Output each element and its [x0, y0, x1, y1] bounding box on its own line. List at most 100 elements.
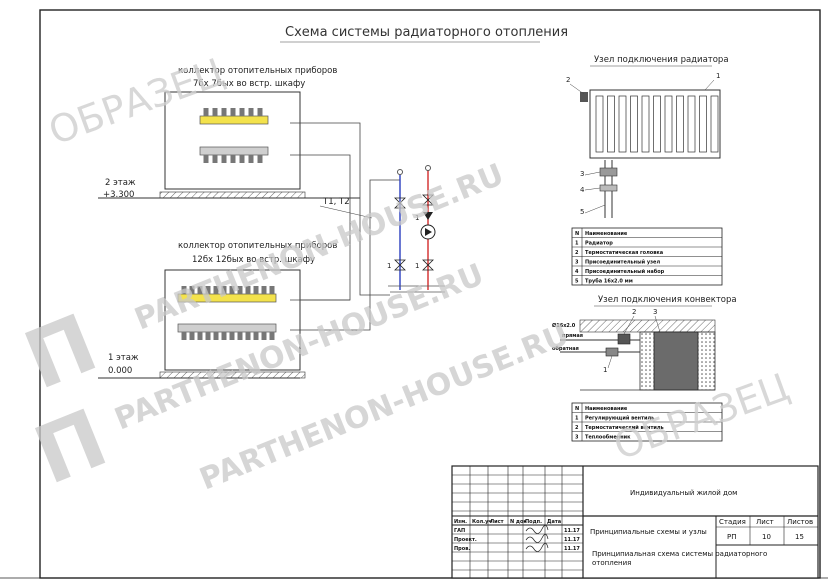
collector-valve-icon: [248, 155, 254, 163]
spec-table-name: Регулирующий вентиль: [585, 415, 654, 422]
radiator-section: [676, 95, 684, 153]
collector-valve-icon: [213, 332, 219, 340]
spec-table-number: 4: [575, 269, 579, 275]
collector-valve-icon: [229, 286, 235, 294]
collector-valve-icon: [253, 286, 259, 294]
collector-valve-icon: [212, 155, 218, 163]
stamp-sheets: 15: [795, 533, 804, 541]
floor-slab-2nd: [159, 191, 306, 199]
spec-table-name: Наименование: [585, 406, 628, 412]
collector-valve-icon: [253, 332, 259, 340]
title-block: [451, 465, 819, 579]
collector-valve-icon: [197, 286, 203, 294]
spec-table-name: Термостатическая головка: [585, 250, 663, 256]
convector-leaders: [607, 315, 661, 369]
collector-valve-icon: [189, 332, 195, 340]
radiator-section: [664, 95, 673, 153]
collector-top-manifold: [199, 108, 269, 163]
radiator-unit-title: Узел подключения радиатора: [594, 55, 729, 65]
drawing-title: Схема системы радиаторного отопления: [285, 25, 568, 40]
stamp-stage-label: Стадия: [719, 518, 746, 526]
convector-callout-2: 2: [632, 308, 636, 316]
stamp-sheet-label: Лист: [756, 518, 774, 526]
spec-table-name: Присоединительный набор: [585, 268, 665, 275]
stamp-sheet: 10: [762, 533, 771, 541]
radiator-leaders: [569, 79, 715, 214]
floor-slab-1st: [159, 371, 306, 379]
collector-valve-icon: [257, 108, 263, 116]
stamp-header-cell: N док: [510, 519, 527, 525]
radiator-section: [641, 95, 650, 153]
collector-valve-icon: [221, 108, 227, 116]
collector-bottom-cabinet: [164, 269, 301, 371]
convector-pipe-size: Ø16х2.0: [552, 322, 576, 329]
pump-group: [388, 165, 445, 293]
collector-valve-icon: [197, 332, 203, 340]
convector-callout-1: 1: [603, 366, 607, 374]
floor-2-label: 2 этаж: [105, 178, 136, 188]
collector-bottom-line1: коллектор отопительных приборов: [178, 241, 337, 251]
spec-table-number: 5: [575, 279, 579, 285]
radiator-section: [618, 95, 627, 153]
stamp-section: Принципиальные схемы и узлы: [590, 528, 707, 536]
collector-valve-icon: [205, 332, 211, 340]
stamp-stage: РП: [727, 533, 737, 541]
collector-valve-icon: [189, 286, 195, 294]
radiator-callout-1: 1: [716, 72, 720, 80]
pipe-label: Т1, Т2: [322, 197, 350, 207]
collector-valve-icon: [212, 108, 218, 116]
collector-valve-icon: [181, 286, 187, 294]
collector-bottom-manifold: [177, 286, 277, 340]
stamp-header-cell: Лист: [490, 519, 504, 525]
pump-label-1: 1: [415, 214, 419, 222]
radiator-drawing: [580, 89, 721, 218]
spec-table-name: Труба 16х2.0 мм: [585, 278, 633, 285]
watermark-layer: ОБРАЗЕЦ ОБРАЗЕЦ PARTHENON-HOUSE.RU PARTH…: [12, 50, 795, 503]
collector-valve-icon: [237, 332, 243, 340]
stamp-project: Индивидуальный жилой дом: [630, 489, 737, 497]
stamp-sheet-title-2: отопления: [592, 559, 631, 567]
collector-valve-icon: [205, 286, 211, 294]
floor-1-level: 0.000: [108, 366, 132, 376]
stamp-role: Пров.: [454, 546, 470, 552]
stamp-role: ГАП: [454, 528, 465, 534]
radiator-callout-4: 4: [580, 186, 585, 194]
pipe-label-leader: [319, 205, 373, 219]
stamp-header-cell: Изм.: [454, 519, 467, 525]
floor-2-level: +3.300: [103, 190, 134, 200]
collector-valve-icon: [248, 108, 254, 116]
stamp-header-cell: Кол.уч: [472, 519, 492, 525]
radiator-section: [630, 95, 638, 153]
spec-table-number: 1: [575, 241, 579, 247]
pump-label-3: 1: [415, 262, 419, 270]
spec-table-number: N: [575, 406, 579, 412]
collector-valve-icon: [239, 155, 245, 163]
collector-valve-icon: [269, 332, 275, 340]
spec-table-name: Присоединительный узел: [585, 259, 660, 266]
floor-1-label: 1 этаж: [108, 353, 139, 363]
signature-icon: [525, 533, 549, 543]
spec-table-name: Термостатический вентиль: [585, 424, 664, 431]
collector-valve-icon: [230, 155, 236, 163]
collector-valve-icon: [213, 286, 219, 294]
supply-riser-lines: [290, 122, 400, 331]
stamp-header-cell: Подп.: [525, 519, 542, 525]
signature-icon: [525, 542, 549, 552]
collector-valve-icon: [269, 286, 275, 294]
stamp-date: 11.17: [564, 546, 580, 552]
stamp-sheets-label: Листов: [787, 518, 813, 526]
stamp-sheet-title-1: Принципиальная схема системы радиаторног…: [592, 550, 767, 558]
spec-table-number: 1: [575, 416, 579, 422]
collector-valve-icon: [221, 155, 227, 163]
collector-valve-icon: [261, 286, 267, 294]
convector-supply-label: прямая: [562, 333, 583, 339]
collector-valve-icon: [257, 155, 263, 163]
spec-table-number: N: [575, 231, 579, 237]
convector-callout-3: 3: [653, 308, 657, 316]
collector-valve-icon: [229, 332, 235, 340]
signature-icon: [525, 524, 549, 534]
collector-valve-icon: [221, 286, 227, 294]
